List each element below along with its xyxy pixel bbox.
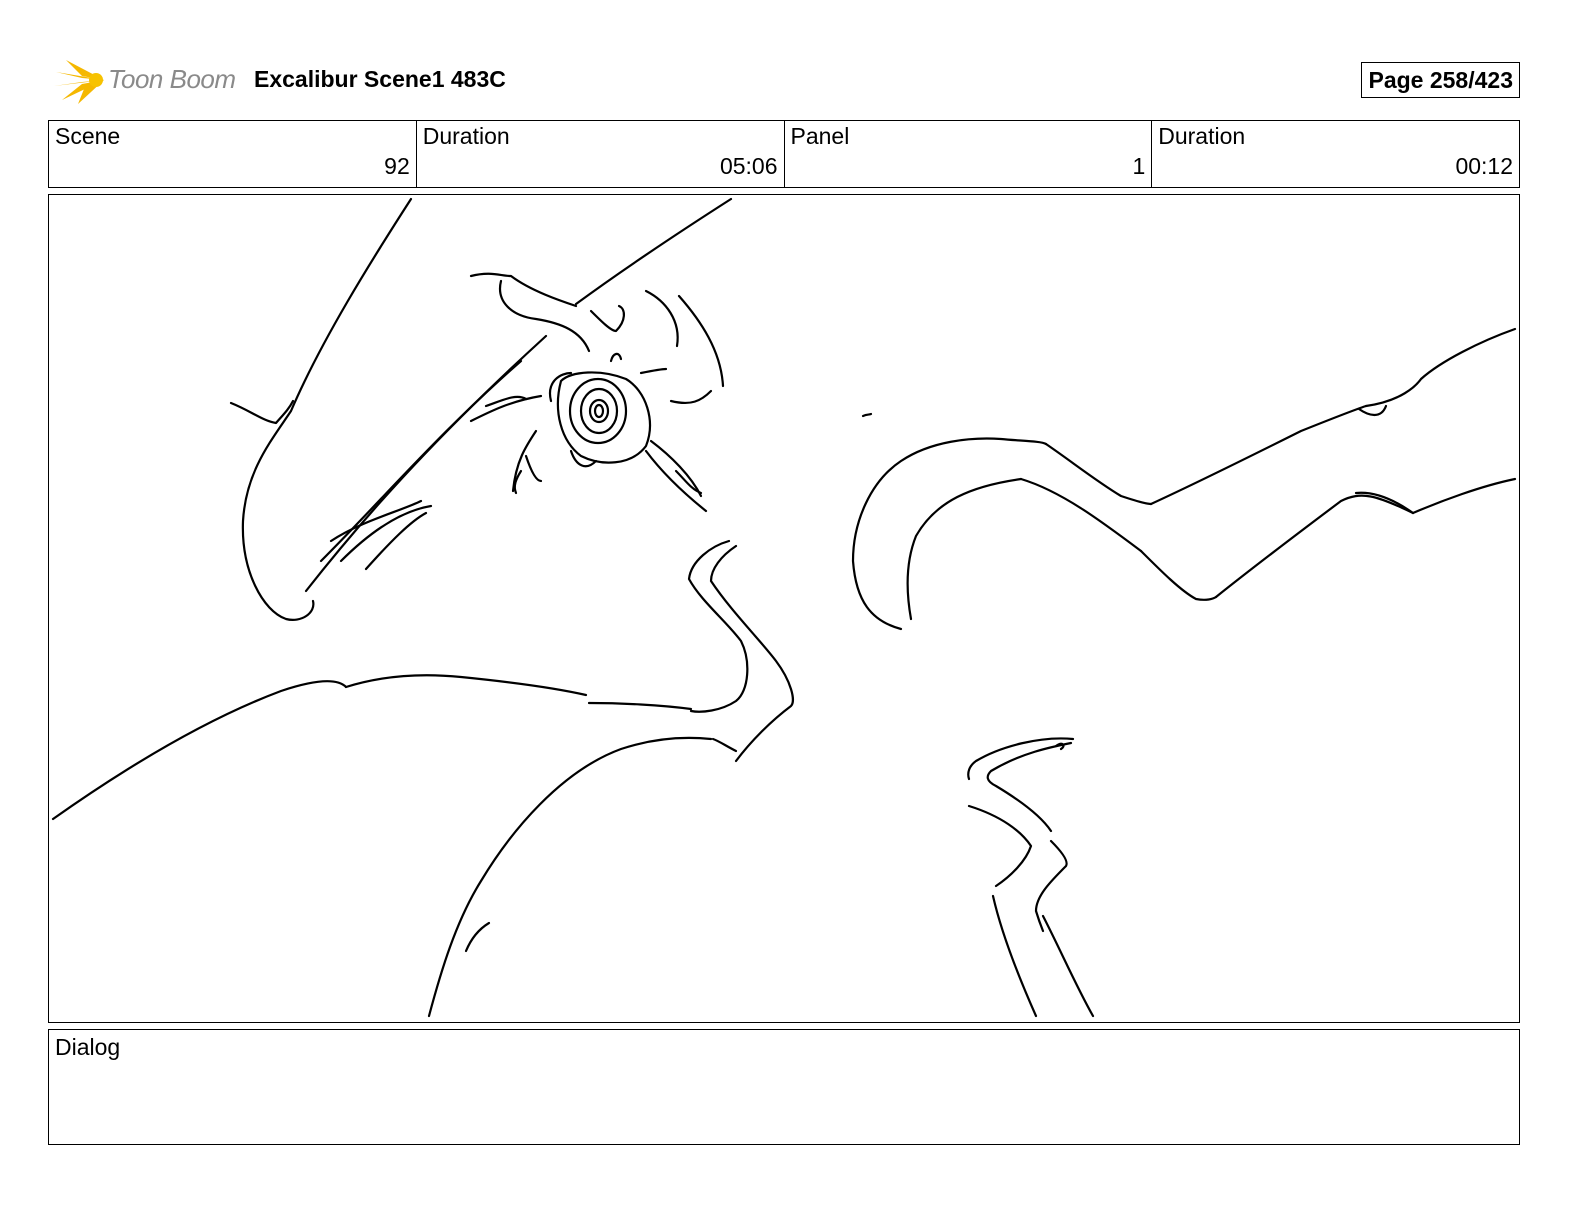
page-counter: Page 258/423 [1361,62,1520,98]
panel-duration-cell: Duration 00:12 [1152,121,1519,187]
document-title: Excalibur Scene1 483C [254,66,506,92]
page-header: Toon Boom Excalibur Scene1 483C Page 258… [48,56,1520,106]
scene-duration-cell: Duration 05:06 [417,121,785,187]
dialog-label: Dialog [55,1034,121,1060]
panel-sketch [51,197,1517,1018]
storyboard-panel [48,194,1520,1023]
dialog-box: Dialog [48,1029,1520,1145]
scene-duration-label: Duration [422,123,510,149]
logo-text: Toon Boom [108,64,236,94]
panel-value: 1 [1132,153,1146,179]
scene-cell: Scene 92 [49,121,417,187]
panel-duration-value: 00:12 [1455,153,1513,179]
sunburst-icon [54,60,104,104]
panel-duration-label: Duration [1158,123,1246,149]
panel-cell: Panel 1 [785,121,1153,187]
panel-label: Panel [790,123,850,149]
toon-boom-logo: Toon Boom [52,56,242,106]
scene-label: Scene [55,123,121,149]
scene-duration-value: 05:06 [719,153,778,179]
scene-info-table: Scene 92 Duration 05:06 Panel 1 Duration… [48,120,1520,188]
scene-value: 92 [384,153,410,179]
